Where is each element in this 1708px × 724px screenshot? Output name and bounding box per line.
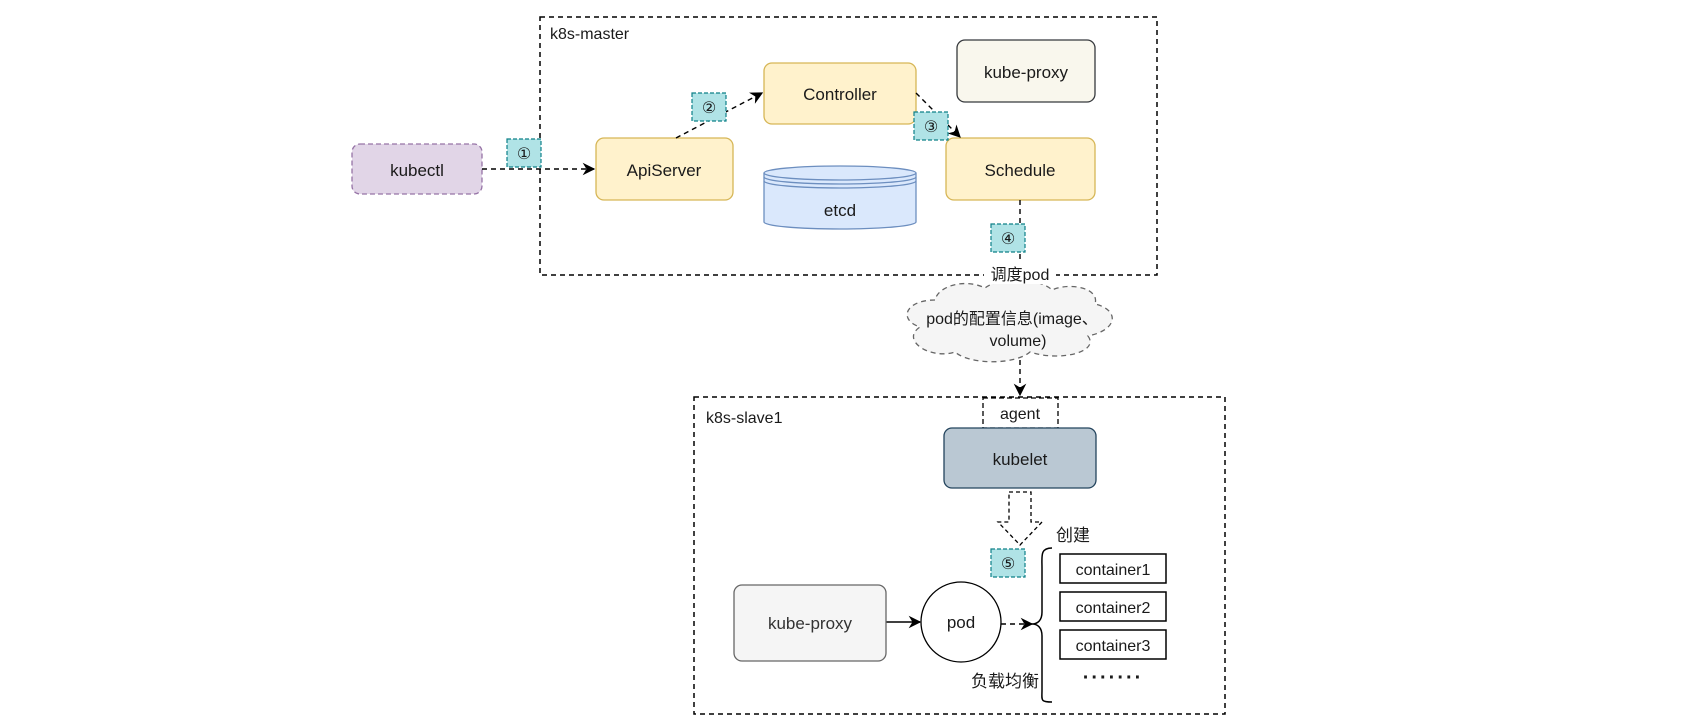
- kubectl-label: kubectl: [390, 161, 444, 180]
- container-label: container1: [1076, 562, 1151, 579]
- container-box: container2: [1059, 591, 1167, 622]
- step-badge-2: ②: [691, 92, 727, 122]
- schedule-label: Schedule: [985, 161, 1056, 180]
- container-label: container3: [1076, 638, 1151, 655]
- kubectl-node: kubectl: [351, 143, 483, 195]
- step-label-2: ②: [702, 100, 716, 117]
- kubelet-node: kubelet: [943, 427, 1097, 489]
- slave-group: k8s-slave1: [693, 396, 1226, 715]
- create-label: 创建: [1056, 526, 1090, 545]
- schedule-pod-label: 调度pod: [991, 266, 1050, 284]
- controller-label: Controller: [803, 85, 877, 104]
- pod-config-cloud: pod的配置信息(image、 volume): [906, 279, 1113, 363]
- load-balance-label: 负载均衡: [971, 672, 1039, 691]
- etcd-node: etcd: [763, 165, 917, 230]
- step-badge-4: ④: [990, 223, 1026, 253]
- apiserver-label: ApiServer: [627, 161, 702, 180]
- pod-config-line2: volume): [990, 333, 1047, 350]
- more-containers-ellipsis: ·······: [1083, 667, 1144, 689]
- container-box: container1: [1059, 553, 1167, 584]
- kube-proxy-master-node: kube-proxy: [956, 39, 1096, 103]
- container-list: container1 container2 container3 ·······: [1059, 553, 1167, 689]
- step-badge-1: ①: [506, 138, 542, 168]
- master-title: k8s-master: [550, 26, 630, 43]
- step-label-4: ④: [1001, 231, 1015, 248]
- pod-config-line1: pod的配置信息(image、: [926, 310, 1098, 328]
- apiserver-node: ApiServer: [595, 137, 734, 201]
- step-badge-3: ③: [913, 111, 949, 141]
- containers-brace: [1031, 547, 1053, 703]
- kube-proxy-slave-label: kube-proxy: [768, 614, 853, 633]
- controller-node: Controller: [763, 62, 917, 125]
- container-box: container3: [1059, 629, 1167, 660]
- slave-title: k8s-slave1: [706, 410, 783, 427]
- container-label: container2: [1076, 600, 1151, 617]
- kubelet-label: kubelet: [993, 450, 1048, 469]
- agent-node: agent: [982, 397, 1059, 429]
- step-label-3: ③: [924, 119, 938, 136]
- step-label-5: ⑤: [1001, 556, 1015, 573]
- kube-proxy-slave-node: kube-proxy: [733, 584, 887, 662]
- agent-label: agent: [1000, 406, 1041, 423]
- pod-label: pod: [947, 613, 975, 632]
- kube-proxy-master-label: kube-proxy: [984, 63, 1069, 82]
- kubelet-create-arrow: [996, 491, 1044, 546]
- pod-node: pod: [920, 581, 1002, 663]
- schedule-node: Schedule: [945, 137, 1096, 201]
- step-label-1: ①: [517, 146, 531, 163]
- step-badge-5: ⑤: [990, 548, 1026, 578]
- etcd-label: etcd: [824, 201, 856, 220]
